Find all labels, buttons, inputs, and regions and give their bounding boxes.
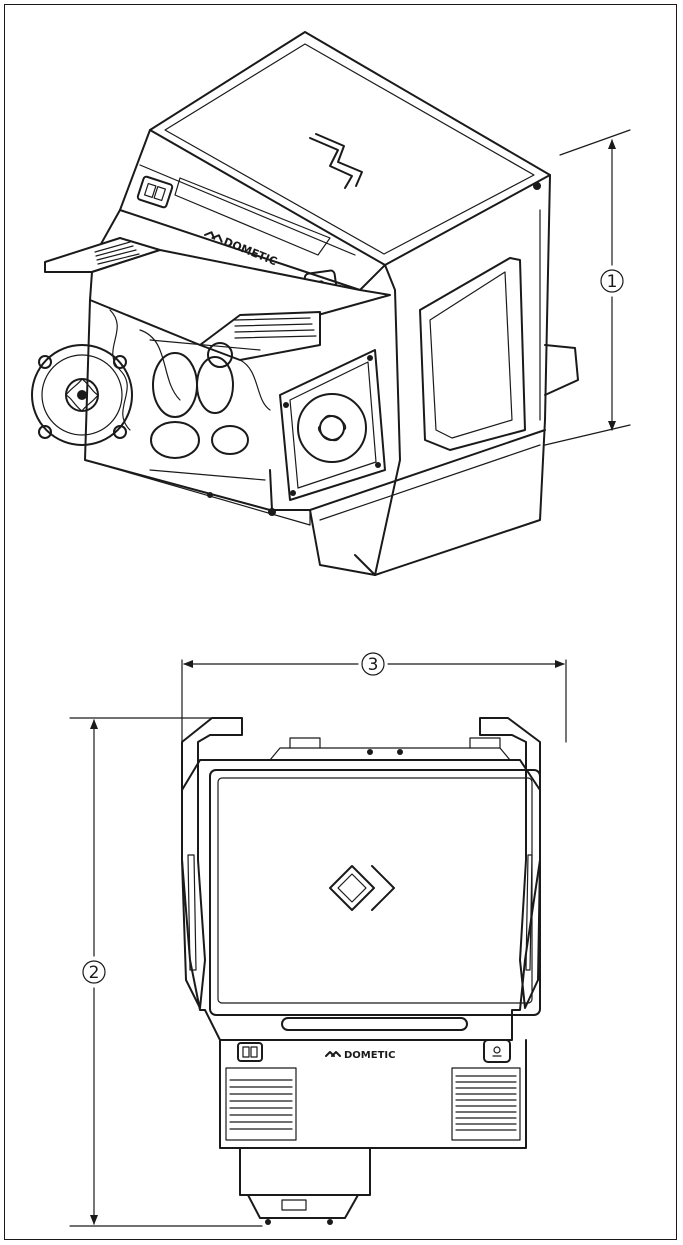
right-vent	[455, 1075, 517, 1131]
control-display-icon	[237, 1042, 263, 1062]
dimension-2-callout: 2	[89, 963, 100, 983]
lid-top	[149, 31, 551, 266]
top-brand-logo: DOMETIC	[325, 1050, 395, 1061]
dimension-3-callout: 3	[368, 655, 379, 675]
dimension-2: 2	[69, 717, 263, 1227]
left-vent	[229, 1079, 293, 1130]
right-fan-icon	[279, 349, 386, 501]
compressor-internals	[84, 299, 311, 516]
dimension-1: 1	[544, 129, 631, 446]
top-down-view: DOMETIC	[181, 717, 541, 1225]
right-handle	[479, 717, 541, 1009]
isometric-view: DOMETIC	[31, 31, 579, 576]
dimension-3: 3	[181, 652, 567, 743]
dimension-1-callout: 1	[607, 272, 618, 292]
figure-frame	[4, 4, 677, 1240]
lid-chevron-logo-icon	[329, 865, 395, 911]
rear-fan-housing	[239, 1147, 371, 1196]
top-brand-text: DOMETIC	[344, 1050, 395, 1061]
lid-panel	[209, 769, 541, 1016]
lid-logo-icon	[309, 133, 363, 189]
left-fan-icon	[31, 344, 133, 446]
display-icon	[136, 175, 174, 209]
control-light-button-icon	[483, 1039, 511, 1063]
